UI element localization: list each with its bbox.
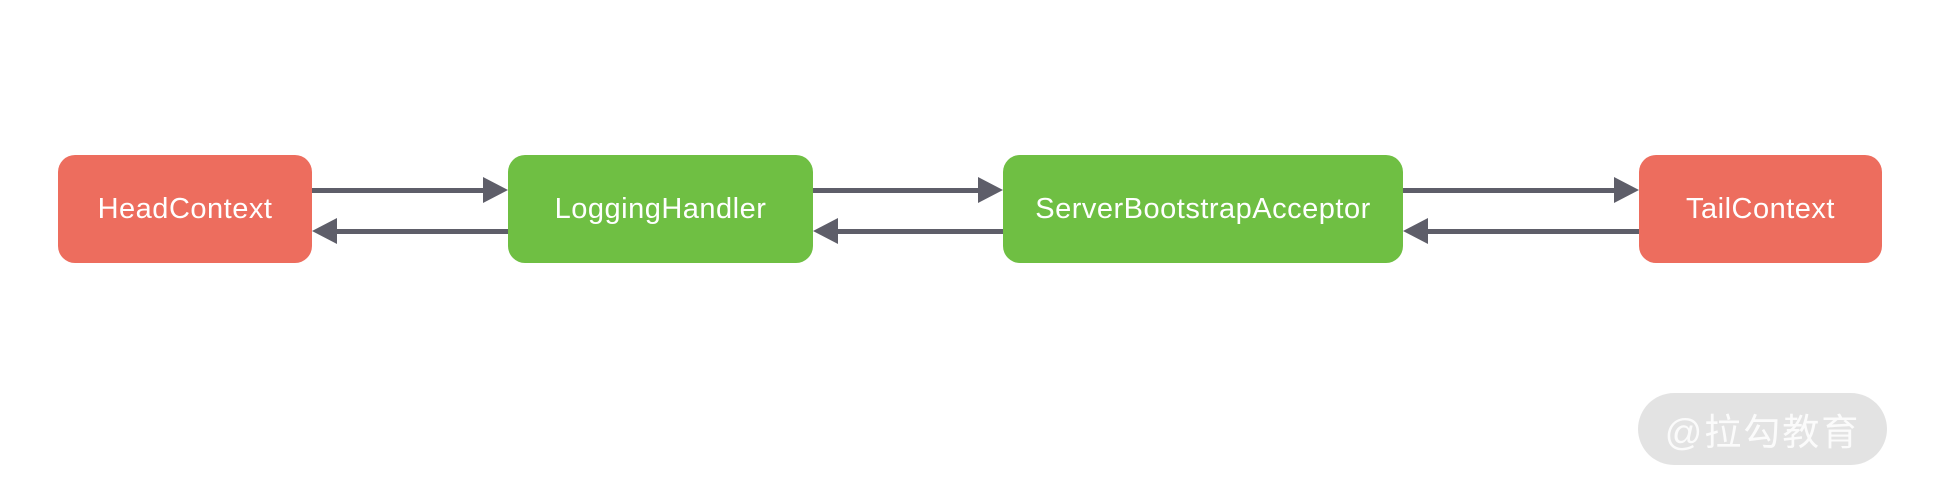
node-head-context-label: HeadContext [97,192,273,225]
node-server-bootstrap-acceptor-label: ServerBootstrapAcceptor [1035,192,1371,225]
arrow-acceptor-to-logging [813,218,1003,244]
watermark-badge: @拉勾教育 [1638,393,1887,465]
arrowhead-left-icon [312,218,337,244]
node-server-bootstrap-acceptor: ServerBootstrapAcceptor [1003,155,1403,263]
arrow-tail-to-acceptor [1403,218,1639,244]
arrowhead-right-icon [978,177,1003,203]
arrowhead-left-icon [1403,218,1428,244]
arrowhead-left-icon [813,218,838,244]
arrow-shaft [833,228,1003,234]
arrow-shaft [1403,187,1619,193]
node-tail-context: TailContext [1639,155,1882,263]
node-head-context: HeadContext [58,155,312,263]
node-logging-handler: LoggingHandler [508,155,813,263]
arrow-shaft [1423,228,1639,234]
arrow-shaft [332,228,508,234]
arrow-shaft [312,187,488,193]
arrowhead-right-icon [483,177,508,203]
arrow-shaft [813,187,983,193]
node-tail-context-label: TailContext [1686,192,1835,225]
arrow-head-to-logging [312,177,508,203]
arrow-acceptor-to-tail [1403,177,1639,203]
node-logging-handler-label: LoggingHandler [554,192,767,225]
arrow-logging-to-acceptor [813,177,1003,203]
arrow-logging-to-head [312,218,508,244]
arrowhead-right-icon [1614,177,1639,203]
watermark-text: @拉勾教育 [1664,412,1861,453]
